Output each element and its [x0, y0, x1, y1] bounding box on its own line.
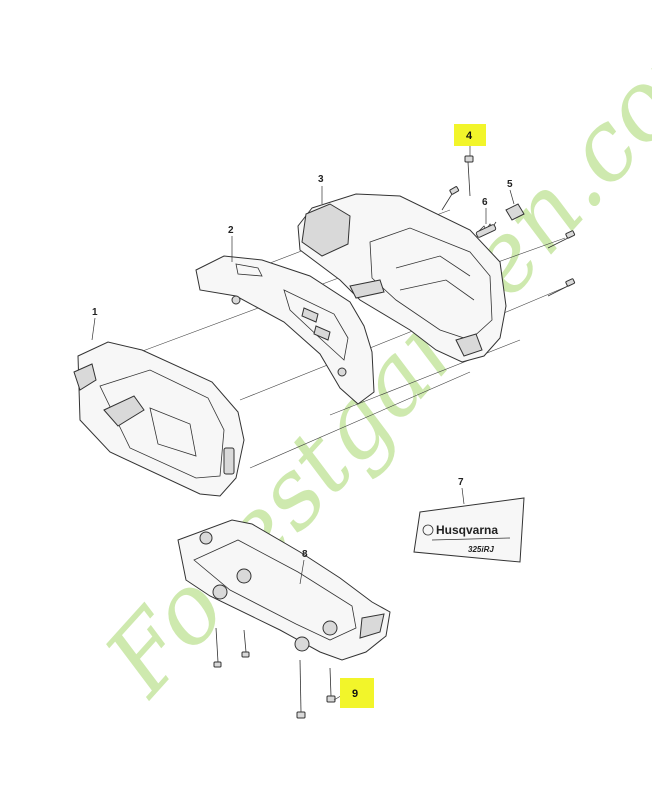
callout-9-highlight — [340, 678, 374, 708]
rear-motor-housing — [297, 193, 507, 363]
housing-screws — [441, 155, 576, 297]
bottom-plate — [177, 519, 391, 661]
decal: Husqvarna 325iRJ — [413, 497, 525, 563]
callout-8: 8 — [302, 549, 308, 560]
bottom-screws — [213, 627, 336, 719]
callout-6: 6 — [482, 197, 488, 208]
callouts: 1 2 3 4 5 6 7 8 9 — [92, 124, 513, 708]
spring-part — [475, 221, 497, 238]
callout-9: 9 — [352, 688, 358, 700]
decal-model: 325iRJ — [468, 545, 494, 554]
callout-4: 4 — [466, 130, 473, 142]
callout-5: 5 — [507, 179, 513, 190]
top-handle — [195, 255, 375, 405]
decal-brand: Husqvarna — [436, 523, 498, 537]
callout-7: 7 — [458, 477, 464, 488]
front-housing-cover — [73, 341, 245, 497]
callout-2: 2 — [228, 225, 234, 236]
leader-lines — [91, 145, 515, 701]
callout-4-highlight — [454, 124, 486, 146]
callout-1: 1 — [92, 307, 98, 318]
clip-part — [505, 203, 525, 221]
callout-3: 3 — [318, 174, 324, 185]
